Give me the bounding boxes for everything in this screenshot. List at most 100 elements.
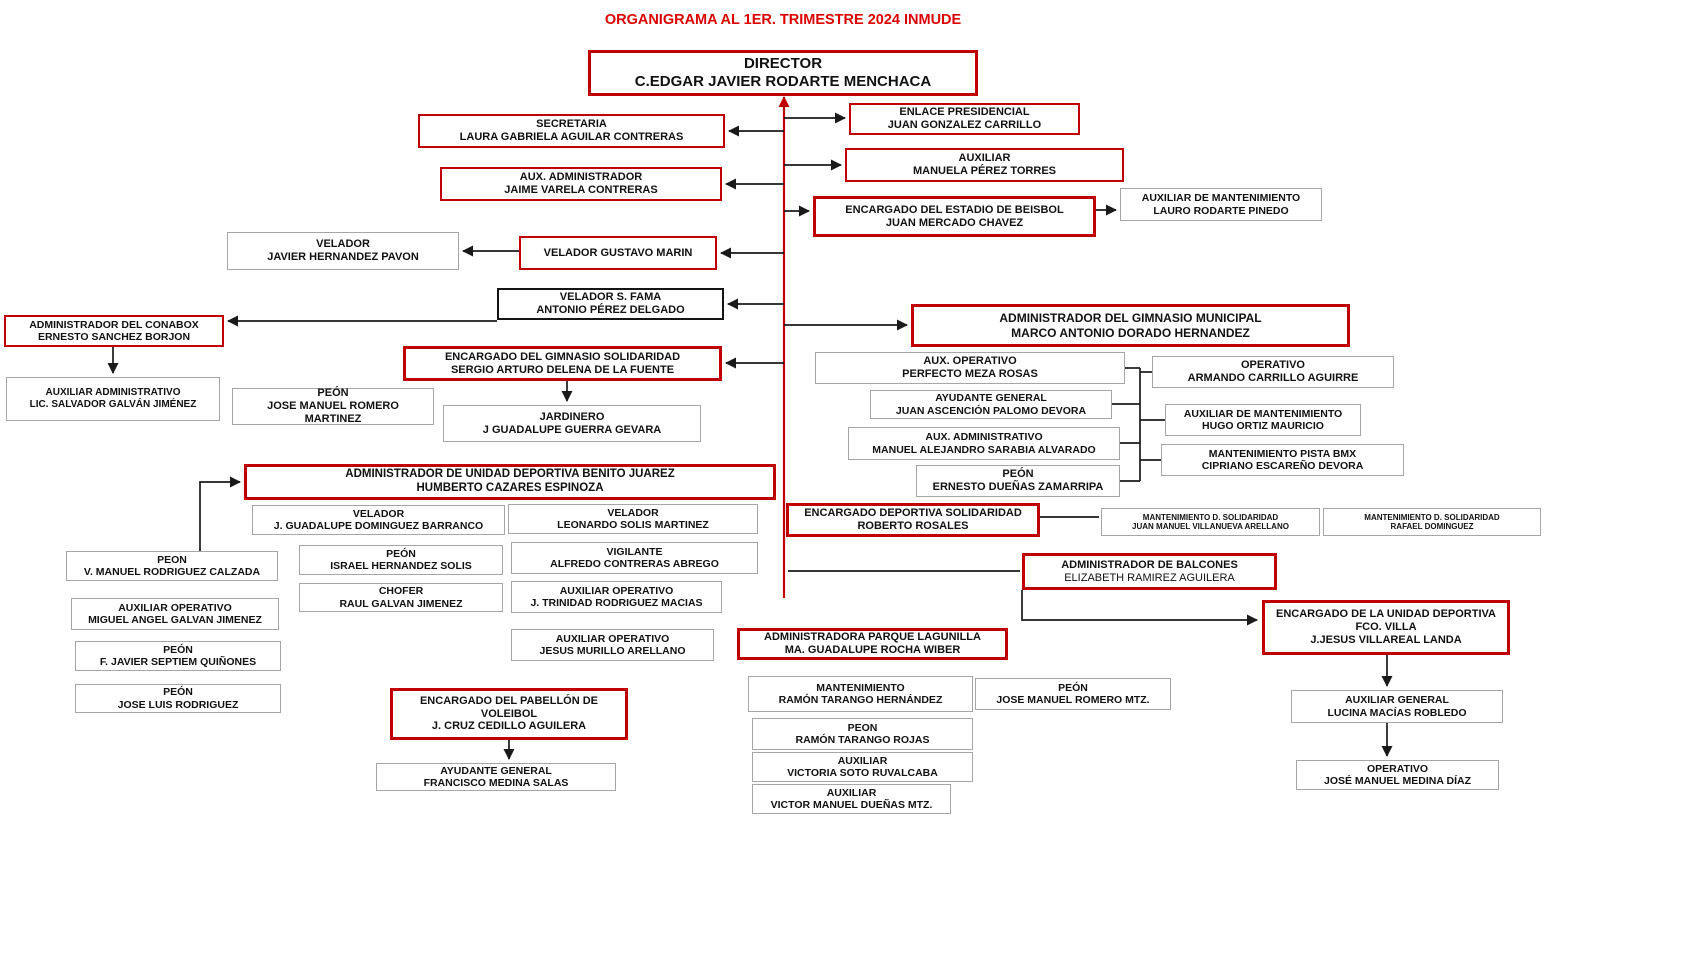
org-node-text: MANTENIMIENTO D. SOLIDARIDAD: [1142, 512, 1279, 522]
org-node-text: AYUDANTE GENERAL: [935, 392, 1047, 405]
org-node-text: AUXILIAR: [958, 152, 1011, 165]
org-node-text: C.EDGAR JAVIER RODARTE MENCHACA: [634, 73, 932, 90]
org-node-text: VOLEIBOL: [480, 707, 538, 720]
org-node-text: J. TRINIDAD RODRIGUEZ MACIAS: [530, 597, 703, 609]
org-node-text: JUAN ASCENCIÓN PALOMO DEVORA: [895, 404, 1087, 417]
org-node-admin-benito-juarez: ADMINISTRADOR DE UNIDAD DEPORTIVA BENITO…: [244, 464, 776, 500]
org-node-text: ENCARGADO DE LA UNIDAD DEPORTIVA: [1275, 608, 1496, 621]
org-node-text: JOSE MANUEL ROMERO MTZ.: [996, 694, 1150, 706]
org-node-text: AUXILIAR DE MANTENIMIENTO: [1183, 407, 1343, 420]
org-node-text: MANUELA PÉREZ TORRES: [912, 165, 1056, 177]
org-node-text: PEÓN: [386, 547, 416, 560]
org-node-text: LAURA GABRIELA AGUILAR CONTRERAS: [459, 131, 684, 143]
org-node-text: PEÓN: [317, 387, 349, 400]
org-node-text: ENCARGADO DEL ESTADIO DE BEISBOL: [845, 203, 1064, 216]
org-node-text: AUX. ADMINISTRADOR: [519, 171, 643, 184]
org-node-text: JAVIER HERNANDEZ PAVON: [267, 251, 419, 263]
org-node-text: ALFREDO CONTRERAS ABREGO: [550, 558, 719, 570]
connector-line: [1021, 590, 1258, 626]
org-node-text: ADMINISTRADOR DEL GIMNASIO MUNICIPAL: [999, 311, 1262, 326]
org-node-text: MANTENIMIENTO D. SOLIDARIDAD: [1364, 512, 1500, 522]
org-node-text: PEON: [157, 553, 187, 566]
org-node-text: JESUS MURILLO ARELLANO: [539, 645, 686, 657]
org-node-text: AUXILIAR: [826, 786, 877, 799]
org-node-text: JOSE LUIS RODRIGUEZ: [117, 698, 239, 711]
org-node-text: ARMANDO CARRILLO AGUIRRE: [1187, 372, 1359, 384]
org-node-text: RAMÓN TARANGO HERNÁNDEZ: [778, 694, 943, 706]
org-node-text: ADMINISTRADOR DE BALCONES: [1061, 558, 1238, 571]
org-node-text: JARDINERO: [539, 410, 605, 423]
org-node-text: LUCINA MACÍAS ROBLEDO: [1327, 706, 1467, 719]
org-node-text: AUXILIAR OPERATIVO: [555, 632, 670, 645]
org-node-text: ELIZABETH RAMIREZ AGUILERA: [1064, 571, 1235, 584]
chart-title: ORGANIGRAMA AL 1ER. TRIMESTRE 2024 INMUD…: [604, 12, 962, 28]
org-node-text: PEÓN: [1002, 468, 1034, 481]
org-node-text: VELADOR S. FAMA: [559, 291, 662, 304]
org-node-text: J GUADALUPE GUERRA GEVARA: [482, 423, 662, 436]
org-node-text: AUXILIAR ADMINISTRATIVO: [45, 387, 181, 399]
org-node-text: RAMÓN TARANGO ROJAS: [795, 734, 930, 746]
org-node-text: JUAN MANUEL VILLANUEVA ARELLANO: [1132, 522, 1289, 531]
org-node-text: ADMINISTRADOR DEL CONABOX: [29, 318, 199, 331]
org-node-text: LIC. SALVADOR GALVÁN JIMÉNEZ: [29, 399, 197, 410]
org-node-text: JUAN GONZALEZ CARRILLO: [887, 119, 1042, 131]
org-node-text: RAUL GALVAN JIMENEZ: [339, 597, 463, 610]
org-node-text: VELADOR GUSTAVO MARIN: [543, 246, 693, 259]
org-node-text: FRANCISCO MEDINA SALAS: [423, 777, 569, 789]
org-node-text: F. JAVIER SEPTIEM QUIÑONES: [99, 656, 257, 668]
org-node-text: AUXILIAR: [837, 754, 888, 767]
org-node-text: AYUDANTE GENERAL: [440, 764, 552, 777]
org-node-text: J. CRUZ CEDILLO AGUILERA: [431, 720, 587, 733]
org-node-text: PEÓN: [163, 686, 193, 699]
org-node-text: RAFAEL DOMINGUEZ: [1390, 522, 1474, 531]
org-node-text: MANUEL ALEJANDRO SARABIA ALVARADO: [872, 443, 1096, 456]
org-node-text: AUX. ADMINISTRATIVO: [925, 431, 1043, 444]
org-node-text: J. GUADALUPE DOMINGUEZ BARRANCO: [273, 520, 484, 532]
org-node-text: MARCO ANTONIO DORADO HERNANDEZ: [1011, 325, 1250, 340]
org-node-text: JOSÉ MANUEL MEDINA DÍAZ: [1323, 775, 1471, 787]
org-node-text: JOSE MANUEL ROMERO: [267, 400, 399, 413]
org-node-text: JUAN MERCADO CHAVEZ: [885, 216, 1024, 229]
org-node-text: J.JESUS VILLAREAL LANDA: [1310, 633, 1462, 646]
org-node-text: FCO. VILLA: [1355, 621, 1417, 634]
org-node-text: ADMINISTRADORA PARQUE LAGUNILLA: [764, 631, 981, 644]
org-node-text: OPERATIVO: [1241, 359, 1305, 372]
org-node-text: ADMINISTRADOR DE UNIDAD DEPORTIVA BENITO…: [345, 468, 675, 481]
org-node-text: PEÓN: [163, 643, 193, 656]
org-node-text: JAIME VARELA CONTRERAS: [504, 184, 658, 196]
org-node-text: SECRETARIA: [536, 118, 607, 131]
